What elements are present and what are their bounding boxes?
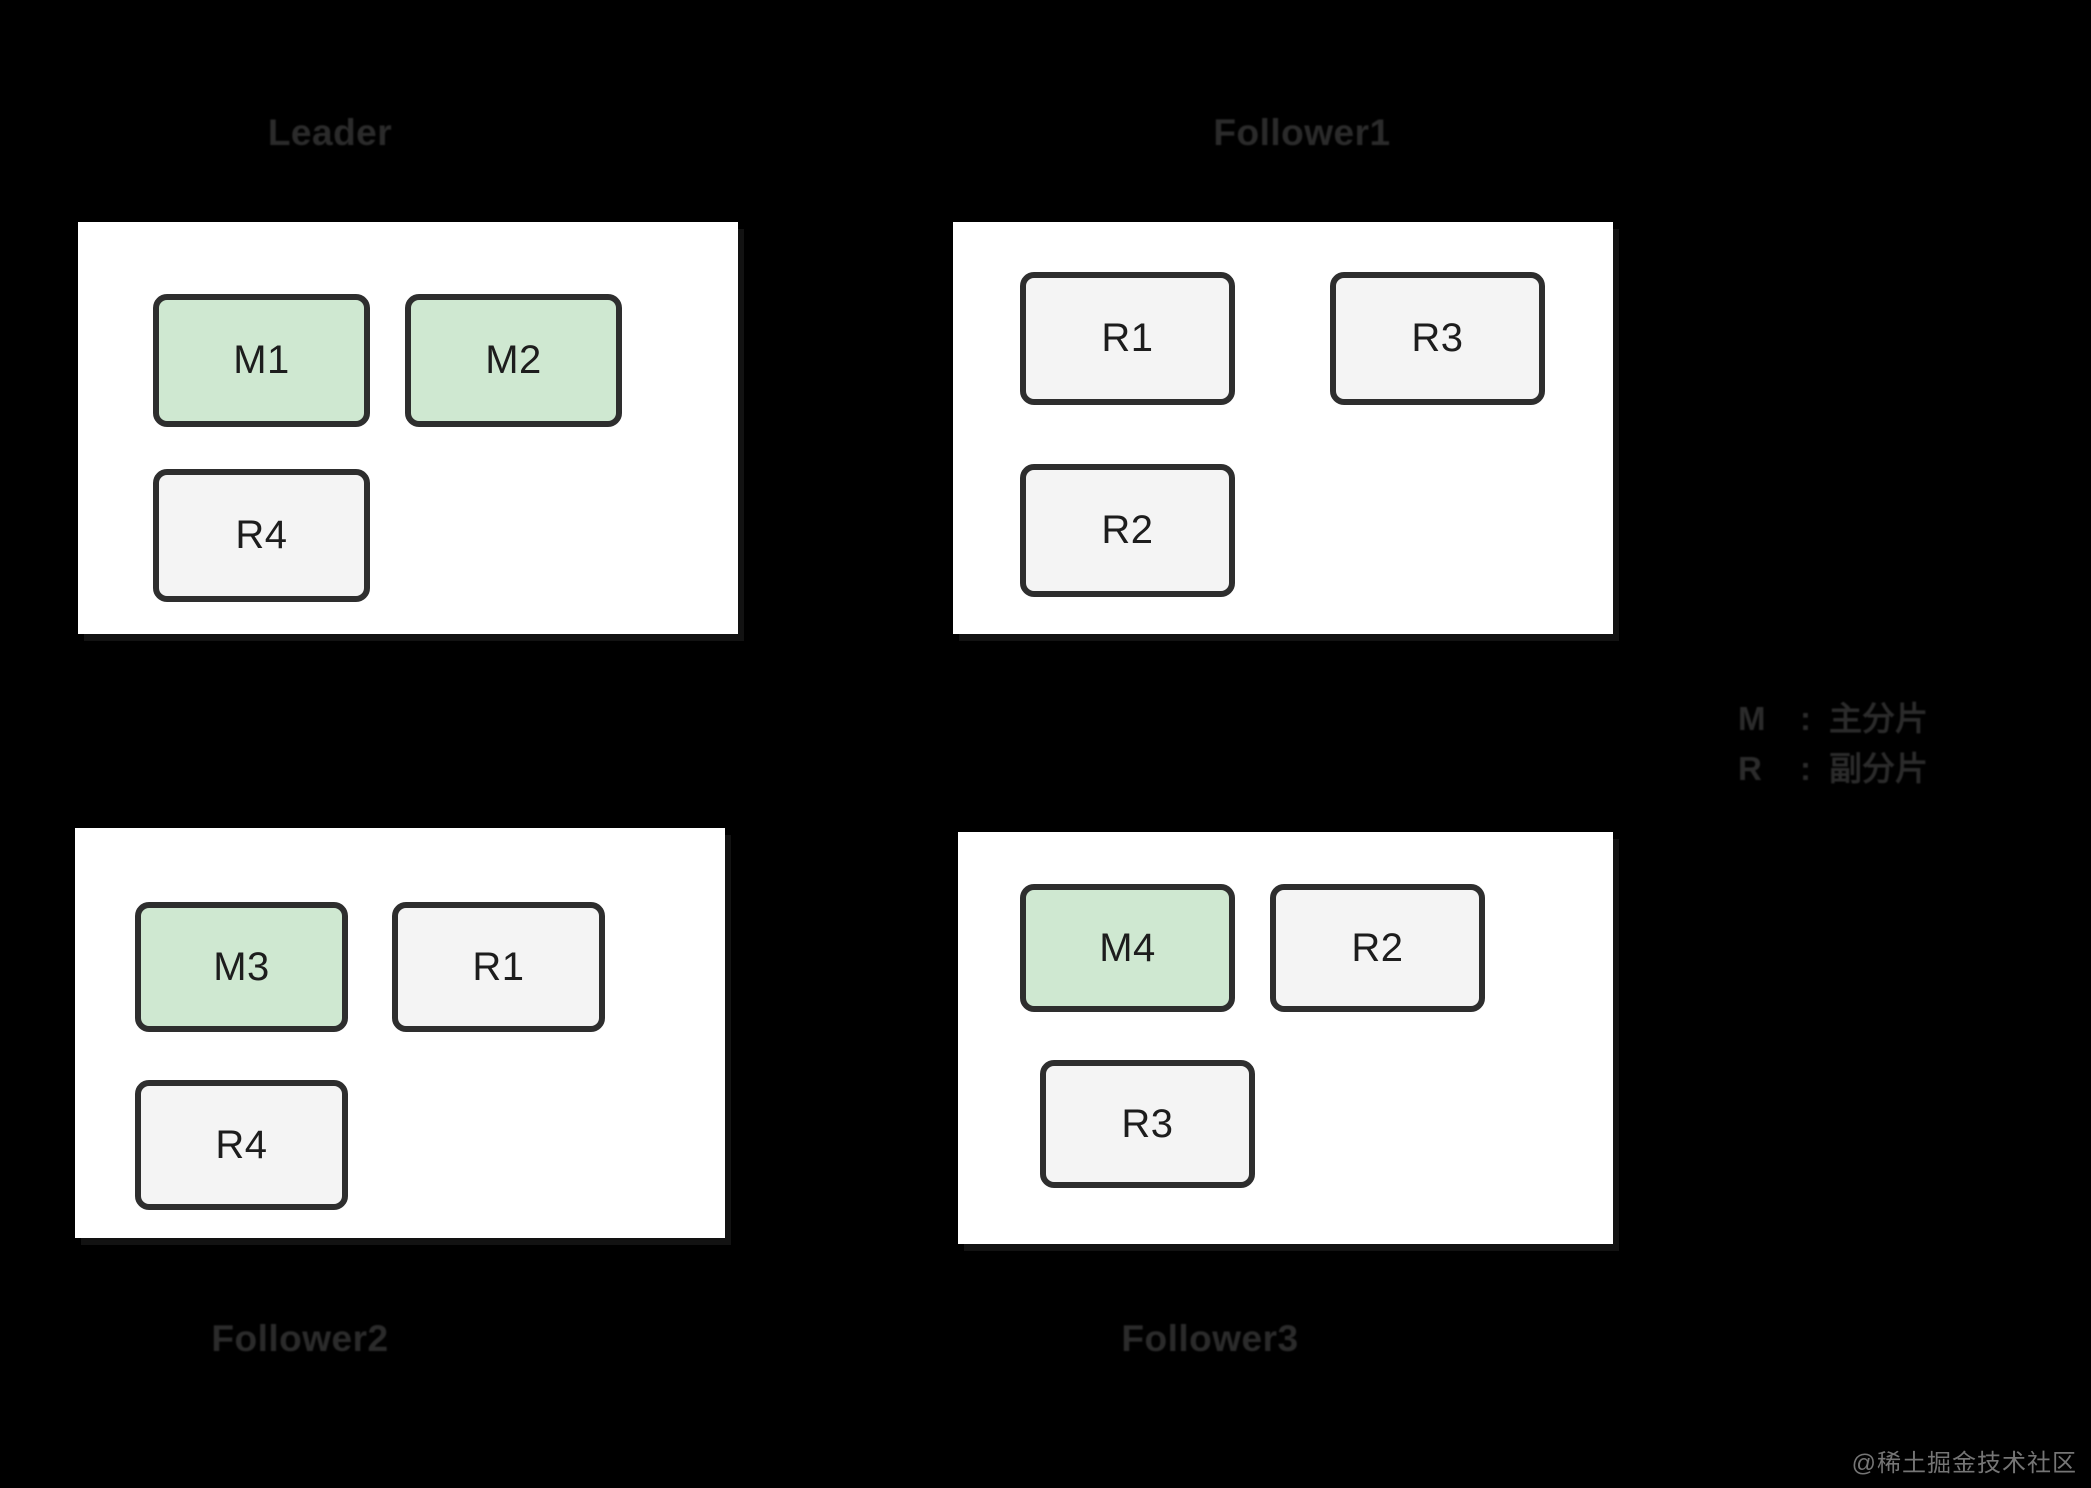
shard-label: R1 [1101, 316, 1154, 360]
legend-key: R [1738, 750, 1762, 787]
shard-box-r3: R3 [1330, 272, 1545, 405]
shard-label: R4 [235, 513, 288, 557]
legend-description: 主分片 [1829, 700, 1928, 737]
shard-label: R4 [215, 1122, 268, 1167]
legend-key: M [1738, 700, 1766, 737]
node-title-follower3: Follower3 [1121, 1318, 1299, 1359]
node-panel-follower1: R1 R3 R2 [953, 222, 1613, 634]
shard-box-r2: R2 [1020, 464, 1235, 597]
shard-box-r1: R1 [1020, 272, 1235, 405]
shard-box-m4: M4 [1020, 884, 1235, 1012]
legend-separator: : [1800, 700, 1811, 737]
shard-label: R2 [1101, 508, 1154, 552]
legend-item-primary: M : 主分片 [1738, 692, 2038, 742]
shard-box-r3-f3: R3 [1040, 1060, 1255, 1188]
shard-label: R2 [1351, 925, 1404, 970]
shard-box-r4-f2: R4 [135, 1080, 348, 1210]
legend: M : 主分片 R : 副分片 [1738, 692, 2038, 792]
shard-label: M2 [485, 338, 542, 382]
shard-box-r4: R4 [153, 469, 370, 602]
shard-label: M3 [213, 944, 270, 989]
shard-label: R3 [1411, 316, 1464, 360]
shard-label: M1 [233, 338, 290, 382]
shard-box-r1-f2: R1 [392, 902, 605, 1032]
shard-box-r2-f3: R2 [1270, 884, 1485, 1012]
shard-label: M4 [1099, 925, 1156, 970]
legend-item-replica: R : 副分片 [1738, 742, 2038, 792]
node-title-follower2: Follower2 [211, 1318, 389, 1359]
shard-label: R3 [1121, 1101, 1174, 1146]
shard-box-m1: M1 [153, 294, 370, 427]
node-title-follower1: Follower1 [1213, 112, 1391, 153]
legend-description: 副分片 [1829, 750, 1928, 787]
watermark: @稀土掘金技术社区 [1851, 1450, 2077, 1477]
legend-separator: : [1800, 750, 1811, 787]
node-panel-follower3: M4 R2 R3 [958, 832, 1613, 1244]
shard-box-m3: M3 [135, 902, 348, 1032]
node-panel-leader: M1 M2 R4 [78, 222, 738, 634]
shard-label: R1 [472, 944, 525, 989]
node-panel-follower2: M3 R1 R4 [75, 828, 725, 1238]
shard-box-m2: M2 [405, 294, 622, 427]
node-title-leader: Leader [267, 112, 393, 153]
